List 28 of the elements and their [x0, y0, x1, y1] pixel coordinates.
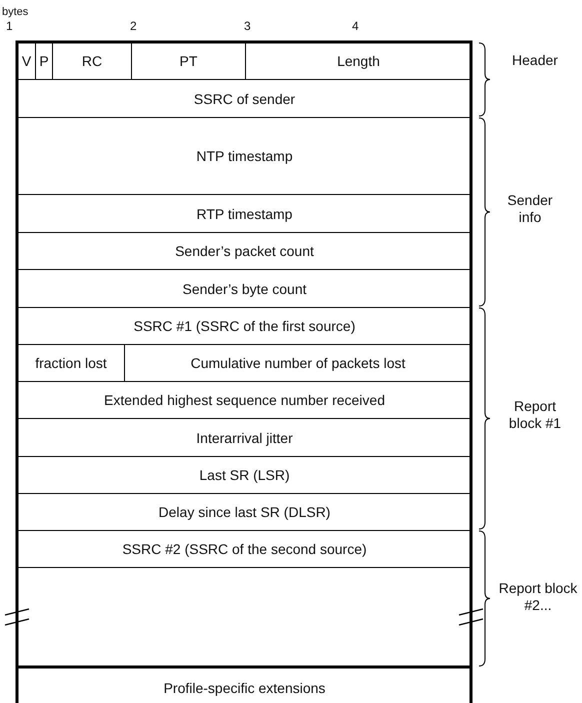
section-label: Report block #2... [498, 580, 578, 614]
field-label: Sender’s packet count [175, 243, 314, 259]
field-label: Sender’s byte count [182, 280, 306, 296]
field-label: fraction lost [35, 355, 107, 371]
field-label: V [22, 53, 32, 69]
field-label: RC [82, 53, 102, 69]
field-label: Extended highest sequence number received [104, 392, 385, 408]
field-label: SSRC of sender [194, 90, 296, 106]
field-label: Last SR (LSR) [199, 467, 290, 483]
section-label: Sender info [506, 192, 554, 226]
byte-number: 1 [6, 18, 14, 35]
field-label: Cumulative number of packets lost [190, 355, 406, 371]
section-label: Report block #1 [508, 398, 562, 432]
field-label: Delay since last SR (DLSR) [158, 504, 330, 520]
field-label: PT [180, 53, 198, 69]
field-label: SSRC #1 (SSRC of the first source) [134, 318, 356, 334]
field-label: Length [337, 53, 380, 69]
byte-number: 3 [244, 18, 252, 35]
field-label: Interarrival jitter [196, 430, 293, 446]
byte-number: 2 [130, 18, 138, 35]
field-label: P [39, 53, 49, 69]
section-label: Header [511, 52, 559, 69]
unit-label: bytes [2, 5, 30, 20]
field-label: NTP timestamp [196, 148, 293, 164]
byte-number: 4 [352, 18, 360, 35]
field-label: Profile-specific extensions [164, 680, 326, 696]
field-label: RTP timestamp [196, 206, 292, 222]
field-label: SSRC #2 (SSRC of the second source) [122, 541, 367, 557]
